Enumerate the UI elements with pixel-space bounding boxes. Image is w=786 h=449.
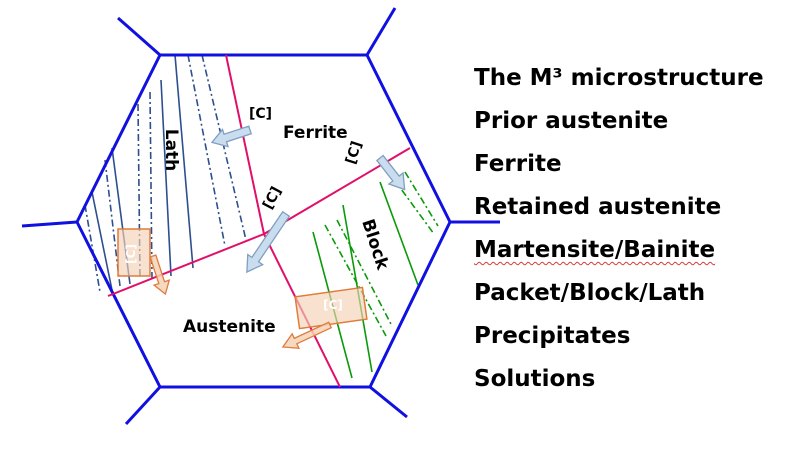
block-packet bbox=[312, 171, 439, 379]
triple-junction bbox=[117, 16, 161, 57]
lath-austenite-boundary bbox=[107, 233, 265, 297]
lath-line bbox=[174, 54, 194, 269]
lath-packet bbox=[84, 54, 247, 293]
legend-item: Retained austenite bbox=[474, 194, 722, 220]
lath-line bbox=[149, 91, 153, 279]
legend-item: Packet/Block/Lath bbox=[474, 280, 706, 306]
carbon-arrow-icon bbox=[375, 154, 406, 191]
carbon-arrow-icon bbox=[281, 321, 333, 350]
triple-junction bbox=[369, 385, 408, 419]
prior-austenite-boundary bbox=[21, 7, 500, 426]
carbon-label: [C] bbox=[323, 298, 343, 312]
retained-austenite bbox=[117, 228, 368, 330]
carbon-arrow-icon bbox=[149, 254, 171, 296]
triple-junction bbox=[124, 385, 162, 426]
lath-line bbox=[160, 79, 172, 277]
triple-junction bbox=[21, 220, 78, 228]
ferrite-boundary bbox=[225, 54, 411, 236]
block-line bbox=[324, 224, 387, 337]
block-line bbox=[404, 171, 439, 227]
carbon-label: [C] bbox=[124, 244, 138, 264]
block-label: Block bbox=[357, 217, 392, 273]
lath-line bbox=[187, 54, 226, 247]
carbon-label: [C] bbox=[249, 106, 272, 122]
retained-austenite-left bbox=[117, 228, 151, 277]
carbon-arrows bbox=[149, 125, 406, 350]
ferrite-label: Ferrite bbox=[283, 123, 348, 143]
legend-item: Precipitates bbox=[474, 323, 631, 349]
legend-item: Prior austenite bbox=[474, 108, 669, 134]
carbon-label: [C] bbox=[260, 184, 285, 212]
legend-item: Ferrite bbox=[474, 151, 562, 177]
lath-label: Lath bbox=[161, 129, 181, 172]
triple-junction bbox=[365, 7, 397, 56]
legend-item: The M³ microstructure bbox=[474, 65, 764, 91]
legend-item: Solutions bbox=[474, 366, 596, 392]
retained-austenite-right bbox=[294, 286, 368, 330]
carbon-label: [C] bbox=[343, 139, 365, 166]
microstructure-legend: The M³ microstructure Prior austenite Fe… bbox=[474, 57, 764, 401]
carbon-arrow-icon bbox=[210, 125, 253, 148]
block-line bbox=[379, 181, 419, 286]
lath-line bbox=[201, 54, 247, 241]
block-line bbox=[336, 219, 393, 327]
legend-item: Martensite/Bainite bbox=[474, 237, 716, 263]
carbon-arrow-icon bbox=[246, 210, 291, 274]
austenite-label: Austenite bbox=[183, 317, 276, 337]
lath-line bbox=[91, 191, 113, 291]
